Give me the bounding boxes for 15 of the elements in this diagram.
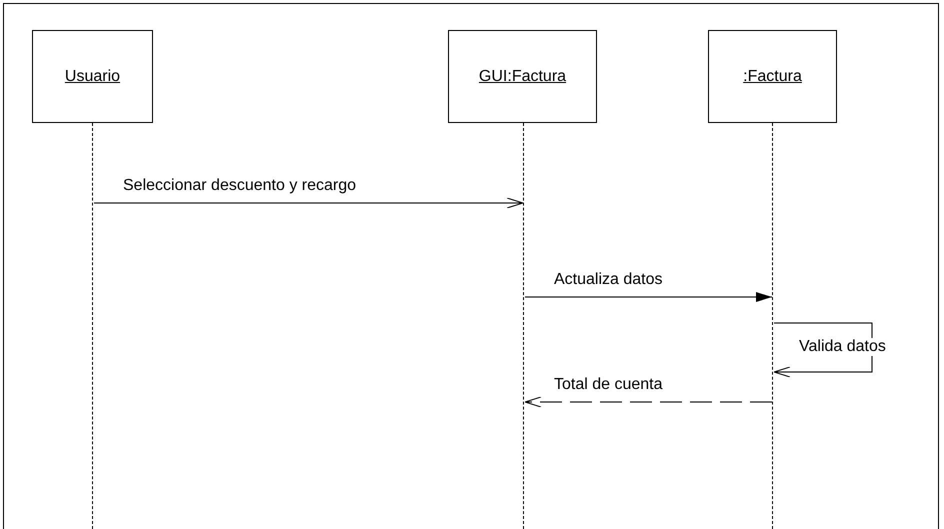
message-arrow (774, 322, 872, 378)
message-label: Seleccionar descuento y recargo (122, 177, 358, 195)
object-name: Usuario (64, 68, 120, 86)
lifeline (92, 123, 94, 529)
object-box (32, 30, 153, 123)
object-box (708, 30, 837, 123)
message-arrow (94, 198, 524, 208)
lifeline (523, 123, 525, 529)
object-name: GUI:Factura (478, 68, 566, 86)
lifeline (772, 123, 774, 529)
object-box (448, 30, 597, 123)
message-arrow (524, 396, 772, 408)
message-label: Valida datos (798, 338, 887, 356)
object-name: :Factura (743, 68, 802, 86)
message-arrow (524, 292, 772, 302)
